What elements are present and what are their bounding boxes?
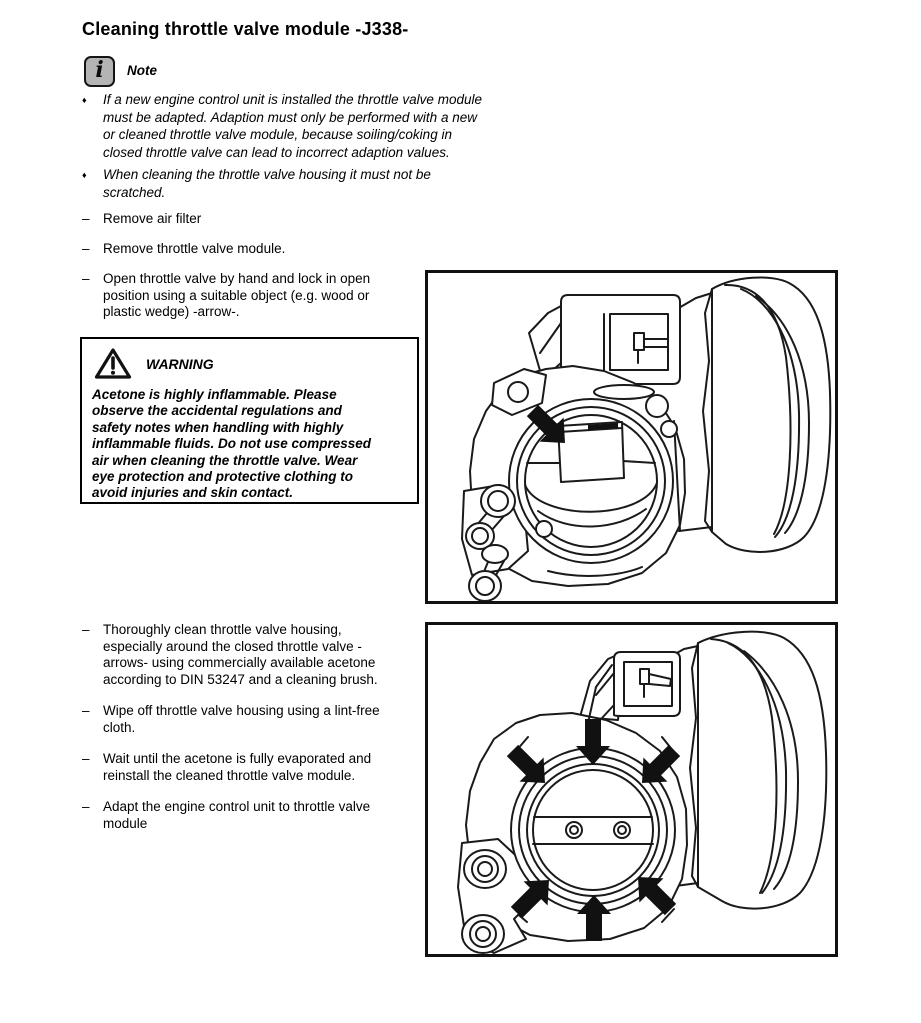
diamond-bullet-icon: ♦ bbox=[82, 95, 87, 105]
arrow-top-icon bbox=[576, 719, 610, 765]
warning-triangle-icon bbox=[94, 348, 132, 379]
procedure-steps-top: – Remove air filter – Remove throttle va… bbox=[82, 211, 444, 334]
dash-bullet: – bbox=[82, 703, 90, 718]
step-text: Remove throttle valve module. bbox=[103, 241, 286, 256]
arrow-bottom-icon bbox=[577, 895, 611, 941]
warning-body-text: Acetone is highly inflammable. Please ob… bbox=[92, 387, 372, 501]
note-item: ♦ If a new engine control unit is instal… bbox=[82, 91, 557, 161]
step-item: – Adapt the engine control unit to throt… bbox=[82, 799, 444, 832]
arrow-lower-left-icon bbox=[510, 880, 549, 919]
note-item-text: When cleaning the throttle valve housing… bbox=[103, 167, 431, 200]
dash-bullet: – bbox=[82, 271, 90, 286]
electrical-connector bbox=[579, 651, 681, 721]
info-icon: i bbox=[84, 56, 115, 87]
step-item: – Remove throttle valve module. bbox=[82, 241, 444, 258]
step-item: – Thoroughly clean throttle valve housin… bbox=[82, 622, 444, 688]
cleaning-arrows bbox=[506, 719, 681, 941]
info-icon-glyph: i bbox=[95, 57, 104, 83]
diamond-bullet-icon: ♦ bbox=[82, 170, 87, 181]
step-item: – Remove air filter bbox=[82, 211, 444, 228]
arrow-lower-right-icon bbox=[638, 877, 677, 916]
figure-throttle-valve-closed-with-arrows bbox=[425, 622, 838, 957]
step-text: Wait until the acetone is fully evaporat… bbox=[103, 751, 372, 783]
arrow-upper-right-icon bbox=[642, 744, 681, 783]
arrow-upper-left-icon bbox=[506, 744, 545, 783]
note-heading: Note bbox=[127, 63, 157, 78]
throttle-body-drawing-open bbox=[461, 276, 832, 601]
throttle-body-drawing-closed bbox=[457, 630, 828, 954]
warning-header: WARNING bbox=[94, 347, 407, 380]
step-item: – Wait until the acetone is fully evapor… bbox=[82, 751, 444, 784]
warning-title: WARNING bbox=[146, 355, 214, 372]
dash-bullet: – bbox=[82, 751, 90, 766]
dash-bullet: – bbox=[82, 241, 90, 256]
note-list: ♦ If a new engine control unit is instal… bbox=[82, 91, 557, 207]
dash-bullet: – bbox=[82, 211, 90, 226]
step-item: – Wipe off throttle valve housing using … bbox=[82, 703, 444, 736]
step-item: – Open throttle valve by hand and lock i… bbox=[82, 271, 444, 321]
procedure-steps-bottom: – Thoroughly clean throttle valve housin… bbox=[82, 622, 444, 847]
step-text: Wipe off throttle valve housing using a … bbox=[103, 703, 380, 735]
step-text: Adapt the engine control unit to throttl… bbox=[103, 799, 371, 831]
note-item: ♦ When cleaning the throttle valve housi… bbox=[82, 166, 557, 201]
step-text: Thoroughly clean throttle valve housing,… bbox=[103, 622, 378, 687]
vacuum-ports bbox=[461, 849, 507, 954]
wedge-arrow-icon bbox=[526, 404, 565, 443]
locking-wedge bbox=[557, 421, 625, 483]
vacuum-ports bbox=[465, 484, 553, 601]
note-item-text: If a new engine control unit is installe… bbox=[103, 92, 482, 160]
sensor-cover-housing bbox=[665, 630, 828, 910]
page-title: Cleaning throttle valve module -J338- bbox=[82, 19, 409, 39]
dash-bullet: – bbox=[82, 622, 90, 637]
electrical-connector bbox=[528, 294, 681, 385]
sensor-cover-housing bbox=[676, 276, 832, 553]
dash-bullet: – bbox=[82, 799, 90, 814]
figure-throttle-valve-open-with-wedge bbox=[425, 270, 838, 604]
step-text: Open throttle valve by hand and lock in … bbox=[103, 271, 371, 319]
step-text: Remove air filter bbox=[103, 211, 202, 226]
warning-callout: WARNING Acetone is highly inflammable. P… bbox=[80, 337, 419, 504]
